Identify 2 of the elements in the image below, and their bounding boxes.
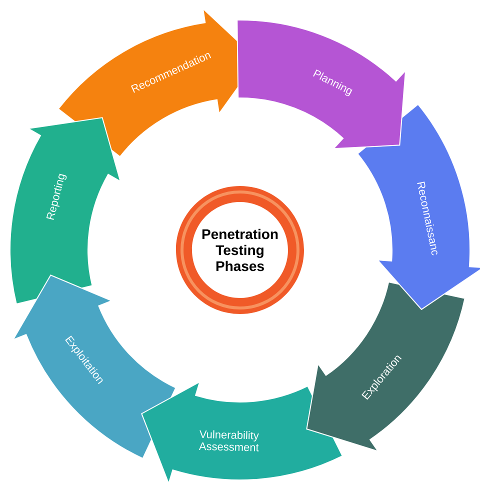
center-ring: Penetration Testing Phases xyxy=(176,186,304,314)
arrow-segment: Vulnerability Assessment xyxy=(141,381,343,484)
